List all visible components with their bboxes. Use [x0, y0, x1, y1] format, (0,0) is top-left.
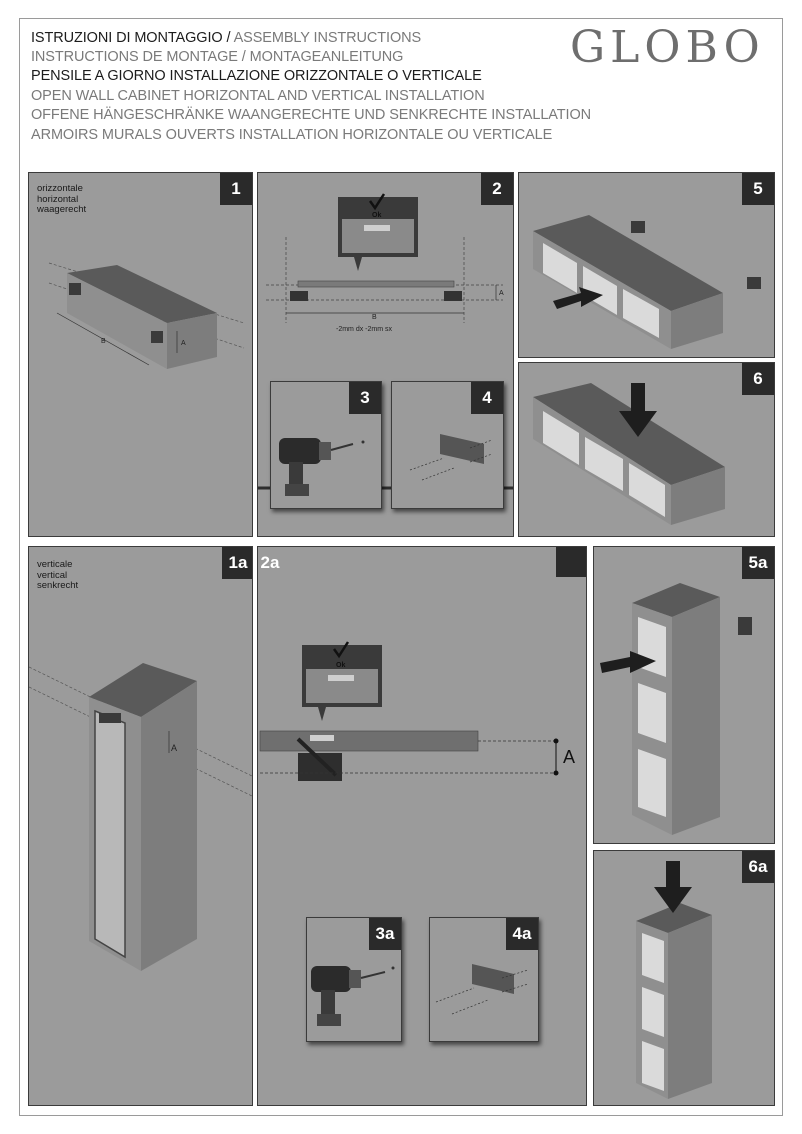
step-5a-panel: 5a [593, 546, 775, 844]
step-1-dim-a: A [181, 340, 186, 347]
step-2a-corner-block [556, 547, 586, 577]
header-title-en: ASSEMBLY INSTRUCTIONS [233, 30, 422, 46]
step-1a-labels: verticale vertical senkrecht [37, 559, 79, 592]
step-6a-panel: 6a [593, 850, 775, 1106]
step-1-dim-b: B [101, 338, 106, 345]
label-en: horizontal [37, 193, 79, 205]
step-2-ok-label: Ok [372, 212, 381, 219]
step-3-badge: 3 [349, 382, 381, 414]
step-1-labels: orizzontale horizontal waagerecht [37, 183, 87, 216]
step-1a-dim-a: A [171, 743, 177, 753]
step-6-cabinet-illustration [533, 383, 725, 525]
header-line-4: OPEN WALL CABINET HORIZONTAL AND VERTICA… [31, 88, 485, 104]
label-de: waagerecht [37, 204, 87, 215]
step-2-badge: 2 [481, 173, 513, 205]
step-2-tolerance-note: -2mm dx -2mm sx [336, 326, 393, 333]
page-frame [19, 18, 783, 1116]
label-it: verticale [37, 559, 73, 570]
step-5-panel: 5 [518, 172, 775, 358]
step-3a-badge: 3a [369, 918, 401, 950]
drill-illustration [279, 438, 365, 496]
step-2-dim-b: B [372, 314, 377, 321]
label-it: orizzontale [37, 183, 83, 194]
step-4a-panel: 4a [429, 917, 539, 1042]
step-1-panel: 1 orizzontale horizontal waagerecht B A [28, 172, 253, 537]
header-line-6: ARMOIRS MURALS OUVERTS INSTALLATION HORI… [31, 127, 553, 143]
step-2-dim-a: A [499, 290, 504, 297]
step-6-panel: 6 [518, 362, 775, 537]
bracket-screws-illustration [435, 964, 529, 1015]
step-1a-cabinet-illustration: A [29, 663, 252, 971]
step-4a-badge: 4a [506, 918, 538, 950]
step-2-panel: 2 Ok A B -2mm dx -2mm sx 3 4 [257, 172, 514, 537]
step-3-panel: 3 [270, 381, 382, 509]
step-6a-badge: 6a [742, 851, 774, 883]
drill-illustration [311, 966, 395, 1026]
step-2a-dim-a: A [563, 747, 575, 767]
bracket-screws-illustration [409, 434, 493, 481]
step-3a-panel: 3a [306, 917, 402, 1042]
step-1-badge: 1 [220, 173, 252, 205]
step-2a-panel: 2a Ok A 3a 4a [257, 546, 587, 1106]
step-5a-cabinet-illustration [600, 583, 752, 835]
step-4-badge: 4 [471, 382, 503, 414]
step-6-badge: 6 [742, 363, 774, 395]
step-6a-cabinet-illustration [636, 861, 712, 1099]
step-2a-level-illustration: Ok A [259, 641, 575, 781]
step-1a-panel: 1a verticale vertical senkrecht A [28, 546, 253, 1106]
step-2a-ok-label: Ok [336, 662, 345, 669]
step-5-cabinet-illustration [533, 215, 761, 349]
label-en: vertical [37, 569, 68, 581]
header-title-it: ISTRUZIONI DI MONTAGGIO / [31, 30, 234, 46]
step-2-level-illustration: Ok A B -2mm dx -2mm sx [258, 193, 513, 490]
step-5a-badge: 5a [742, 547, 774, 579]
step-2a-badge: 2a [260, 553, 280, 572]
step-1-cabinet-illustration: B A [48, 262, 245, 369]
header-line-3: PENSILE A GIORNO INSTALLAZIONE ORIZZONTA… [31, 68, 482, 84]
step-1a-badge: 1a [222, 547, 252, 579]
step-4-panel: 4 [391, 381, 504, 509]
header-line-5: OFFENE HÄNGESCHRÄNKE WAANGERECHTE UND SE… [31, 107, 592, 123]
header-line-2: INSTRUCTIONS DE MONTAGE / MONTAGEANLEITU… [31, 49, 404, 65]
globo-logo: GLOBO [570, 22, 765, 73]
label-de: senkrecht [37, 580, 79, 591]
step-5-badge: 5 [742, 173, 774, 205]
header-line-1: ISTRUZIONI DI MONTAGGIO / ASSEMBLY INSTR… [31, 29, 421, 48]
